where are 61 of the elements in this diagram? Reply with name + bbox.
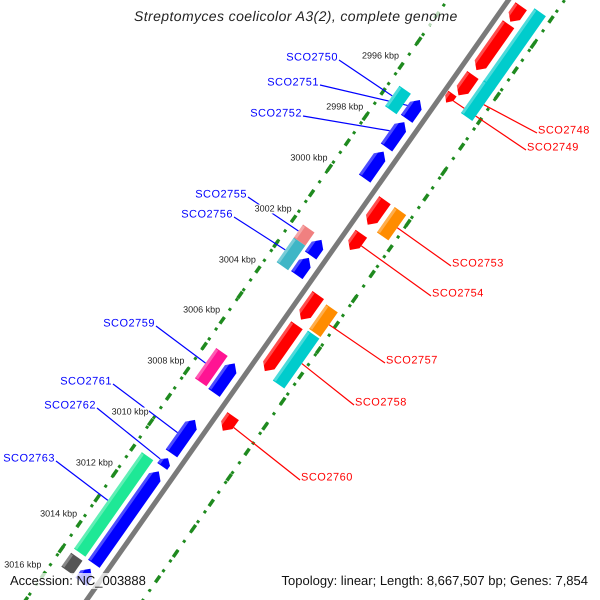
gene-label: SCO2749: [527, 142, 579, 154]
gene-label: SCO2761: [60, 376, 112, 388]
tick-label: 3016 kbp: [4, 560, 42, 570]
gene-block: [362, 196, 391, 225]
leader-line: [302, 115, 390, 132]
gene-bar: [272, 330, 320, 388]
leader-line: [338, 60, 393, 96]
gene-label: SCO2751: [267, 78, 319, 88]
leader-line: [301, 363, 354, 406]
gene-bar: [194, 348, 228, 386]
gene-bar: [309, 304, 338, 337]
gene-bar: [61, 552, 82, 575]
tick-label: 3004 kbp: [218, 255, 256, 264]
gene-bar: [482, 8, 546, 91]
gene-label: SCO2748: [538, 126, 590, 136]
gene-block: [166, 416, 197, 458]
gene-bar: [385, 86, 411, 114]
gene-block: [208, 360, 236, 397]
tick-label: 3008 kbp: [147, 356, 184, 366]
tick-label: 3010 kbp: [112, 408, 149, 417]
gene-label: SCO2758: [355, 398, 407, 408]
leader-line: [96, 408, 161, 460]
gene-label: SCO2757: [386, 356, 438, 366]
gene-block: [304, 236, 324, 260]
gene-label: SCO2759: [103, 318, 155, 330]
tick-label: 3000 kbp: [290, 153, 328, 162]
gene-block: [442, 90, 457, 103]
gene-bar: [376, 207, 406, 240]
leader-line: [234, 216, 286, 250]
gene-label: SCO2755: [195, 190, 247, 200]
leader-line: [453, 100, 526, 150]
tick-label: 2996 kbp: [362, 52, 399, 60]
gene-label: SCO2752: [250, 108, 302, 120]
gene-block: [157, 456, 170, 470]
gene-block: [88, 468, 160, 568]
gene-block: [505, 2, 527, 22]
tick-label: 3012 kbp: [76, 458, 113, 468]
leader-line: [396, 227, 452, 266]
gene-bar: [276, 238, 306, 270]
leader-line: [360, 245, 432, 296]
gene-label: SCO2750: [286, 52, 338, 64]
leader-line: [156, 326, 206, 364]
leader-line: [328, 324, 386, 364]
leader-line: [112, 384, 178, 434]
gene-label: SCO2762: [44, 400, 96, 412]
tick-label: 3002 kbp: [254, 204, 292, 214]
leader-line: [484, 104, 538, 134]
tick-label: 3006 kbp: [183, 306, 220, 315]
leader-line: [56, 460, 108, 501]
tick-label: 2998 kbp: [326, 102, 364, 112]
gene-bar: [294, 224, 314, 246]
gene-label: SCO2760: [301, 472, 353, 484]
gene-label: SCO2763: [3, 454, 55, 464]
gene-label: SCO2756: [181, 210, 233, 220]
gene-bar: [460, 80, 496, 121]
gene-block: [291, 254, 311, 280]
tick-label: 3014 kbp: [40, 509, 78, 518]
gene-block: [218, 412, 239, 431]
leader-line: [233, 427, 300, 480]
gene-label: SCO2754: [432, 288, 484, 300]
gene-label: SCO2753: [452, 258, 504, 270]
